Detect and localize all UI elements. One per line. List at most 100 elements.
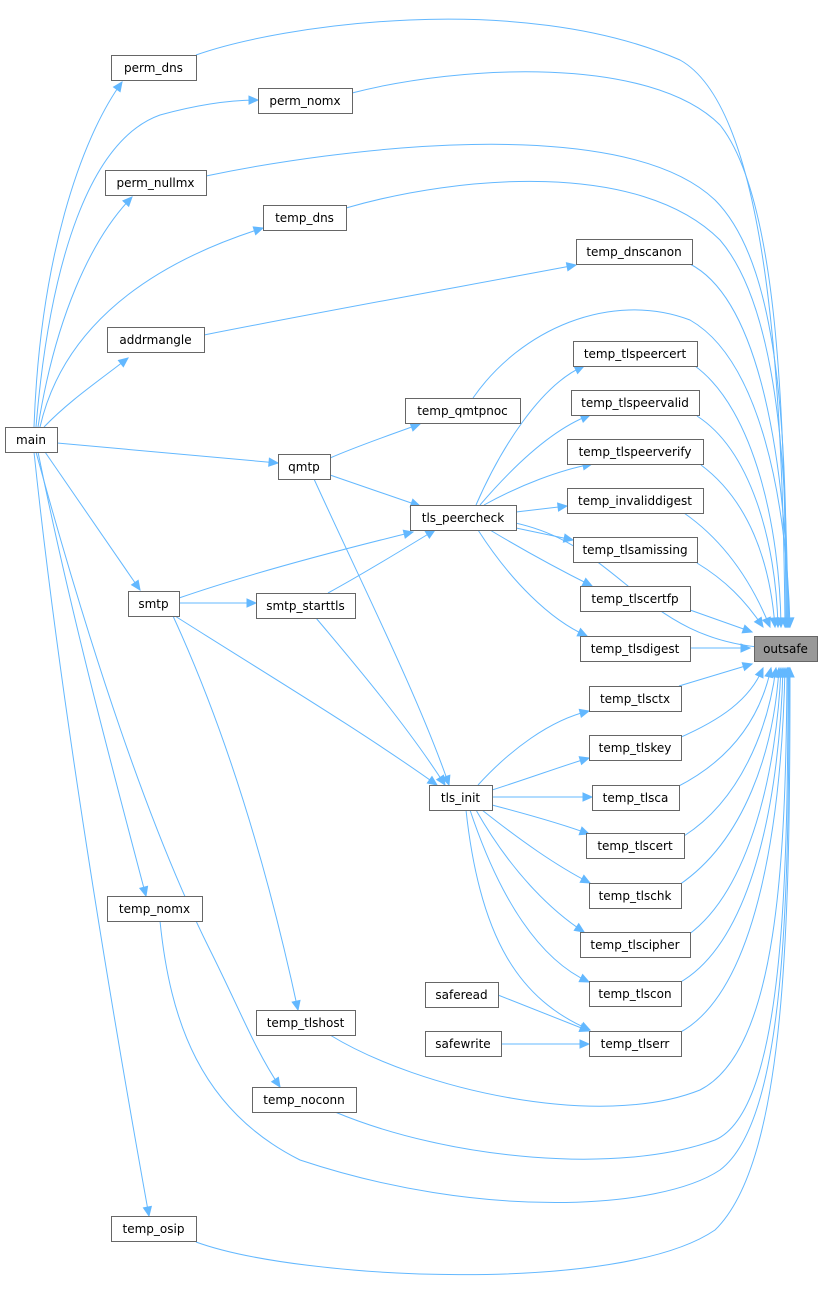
edge-tls_init-to-temp_tlscert xyxy=(491,804,591,836)
edge-line xyxy=(327,529,436,594)
node-temp-tlscert[interactable]: temp_tlscert xyxy=(586,833,685,859)
edge-tls_peercheck-to-temp_tlscertfp xyxy=(489,529,594,587)
edge-line xyxy=(483,463,593,506)
node-temp-osip[interactable]: temp_osip xyxy=(111,1216,197,1242)
node-temp-tlsca[interactable]: temp_tlsca xyxy=(592,785,680,811)
node-label: temp_tlsamissing xyxy=(582,543,687,557)
node-smtp-starttls[interactable]: smtp_starttls xyxy=(256,593,356,619)
edge-temp_tlskey-to-outsafe xyxy=(678,666,764,739)
node-temp-dnscanon[interactable]: temp_dnscanon xyxy=(576,239,693,265)
edge-smtp-to-smtp_starttls xyxy=(179,598,258,608)
node-label: main xyxy=(16,433,46,447)
node-label: safewrite xyxy=(435,1037,490,1051)
edge-safewrite-to-temp_tlserr xyxy=(501,1039,591,1049)
node-temp-qmtpnoc[interactable]: temp_qmtpnoc xyxy=(405,398,521,424)
node-label: temp_tlspeervalid xyxy=(581,396,689,410)
edge-main-to-qmtp xyxy=(56,442,280,467)
arrowhead-icon xyxy=(122,196,133,208)
node-label: perm_nullmx xyxy=(116,176,194,190)
node-box xyxy=(429,785,493,811)
edge-line xyxy=(678,667,784,984)
edge-main-to-temp_nomx xyxy=(37,451,149,898)
node-tls-init[interactable]: tls_init xyxy=(429,785,493,811)
edge-line xyxy=(687,667,782,936)
node-qmtp[interactable]: qmtp xyxy=(278,454,331,480)
arrowhead-icon xyxy=(582,792,594,802)
edge-line xyxy=(56,442,279,464)
edge-line xyxy=(159,667,790,1203)
node-smtp[interactable]: smtp xyxy=(128,591,180,617)
node-temp-noconn[interactable]: temp_noconn xyxy=(252,1087,357,1113)
node-addrmangle[interactable]: addrmangle xyxy=(107,327,205,353)
edge-main-to-perm_dns xyxy=(33,80,123,428)
node-temp-tlscertfp[interactable]: temp_tlscertfp xyxy=(580,586,691,612)
node-label: temp_nomx xyxy=(119,902,190,916)
node-box xyxy=(592,785,680,811)
edge-temp_tlscert-to-outsafe xyxy=(683,666,780,837)
edge-main-to-smtp xyxy=(44,451,141,592)
arrowhead-icon xyxy=(268,457,280,467)
edge-smtp_starttls-to-tls_init xyxy=(315,617,446,787)
node-temp-tlsdigest[interactable]: temp_tlsdigest xyxy=(580,636,691,662)
node-box xyxy=(425,1031,502,1057)
edge-main-to-temp_osip xyxy=(33,451,153,1218)
node-perm-nullmx[interactable]: perm_nullmx xyxy=(105,170,207,196)
node-perm-nomx[interactable]: perm_nomx xyxy=(258,88,353,114)
edge-line xyxy=(678,667,780,886)
edge-tls_init-to-temp_tlschk xyxy=(481,809,592,884)
node-box xyxy=(111,1216,197,1242)
node-box xyxy=(589,981,682,1007)
node-label: temp_tlspeerverify xyxy=(579,445,692,459)
node-label: temp_osip xyxy=(123,1222,185,1236)
node-label: qmtp xyxy=(288,460,320,474)
node-temp-tlspeerverify[interactable]: temp_tlspeerverify xyxy=(567,439,704,465)
arrowhead-icon xyxy=(761,616,771,629)
edge-addrmangle-to-temp_dnscanon xyxy=(203,262,578,336)
node-box xyxy=(410,505,517,531)
edge-temp_tlsamissing-to-outsafe xyxy=(696,562,764,629)
node-temp-tlspeercert[interactable]: temp_tlspeercert xyxy=(573,341,698,367)
edge-line xyxy=(477,710,590,786)
node-temp-nomx[interactable]: temp_nomx xyxy=(107,896,203,922)
arrowhead-icon xyxy=(130,579,141,592)
node-temp-tlsctx[interactable]: temp_tlsctx xyxy=(589,686,682,712)
node-temp-tlserr[interactable]: temp_tlserr xyxy=(589,1031,682,1057)
node-main[interactable]: main xyxy=(5,427,58,453)
node-temp-tlschk[interactable]: temp_tlschk xyxy=(589,883,682,909)
edge-temp_invaliddigest-to-outsafe xyxy=(683,512,771,629)
node-temp-tlshost[interactable]: temp_tlshost xyxy=(256,1010,356,1036)
node-temp-tlspeervalid[interactable]: temp_tlspeervalid xyxy=(571,390,700,416)
node-temp-tlskey[interactable]: temp_tlskey xyxy=(589,735,682,761)
arrowhead-icon xyxy=(248,95,260,105)
node-tls-peercheck[interactable]: tls_peercheck xyxy=(410,505,517,531)
edge-line xyxy=(696,562,764,628)
arrowhead-icon xyxy=(578,973,591,983)
node-safewrite[interactable]: safewrite xyxy=(425,1031,502,1057)
node-box xyxy=(405,398,521,424)
node-temp-dns[interactable]: temp_dns xyxy=(263,205,347,231)
node-label: smtp_starttls xyxy=(266,599,345,613)
arrowhead-icon xyxy=(578,826,591,836)
edge-line xyxy=(491,757,590,791)
edge-line xyxy=(172,615,299,1011)
edge-temp_osip-to-outsafe xyxy=(195,666,795,1276)
node-temp-tlscipher[interactable]: temp_tlscipher xyxy=(580,932,691,958)
arrowhead-icon xyxy=(291,999,301,1012)
node-outsafe[interactable]: outsafe xyxy=(754,636,818,662)
node-perm-dns[interactable]: perm_dns xyxy=(111,55,197,81)
edge-temp_tlshost-to-outsafe xyxy=(329,666,792,1107)
edge-line xyxy=(700,464,776,628)
node-label: temp_tlspeercert xyxy=(584,347,687,361)
edge-temp_qmtpnoc-to-outsafe xyxy=(472,309,795,629)
node-temp-tlsamissing[interactable]: temp_tlsamissing xyxy=(573,537,698,563)
node-box xyxy=(580,586,691,612)
node-box xyxy=(258,88,353,114)
node-temp-tlscon[interactable]: temp_tlscon xyxy=(589,981,682,1007)
edge-line xyxy=(676,667,772,788)
node-box xyxy=(263,205,347,231)
node-saferead[interactable]: saferead xyxy=(425,982,499,1008)
edge-main-to-perm_nomx xyxy=(35,95,260,428)
edge-line xyxy=(477,529,588,637)
node-temp-invaliddigest[interactable]: temp_invaliddigest xyxy=(567,488,704,514)
edge-temp_tlsca-to-outsafe xyxy=(676,666,774,788)
